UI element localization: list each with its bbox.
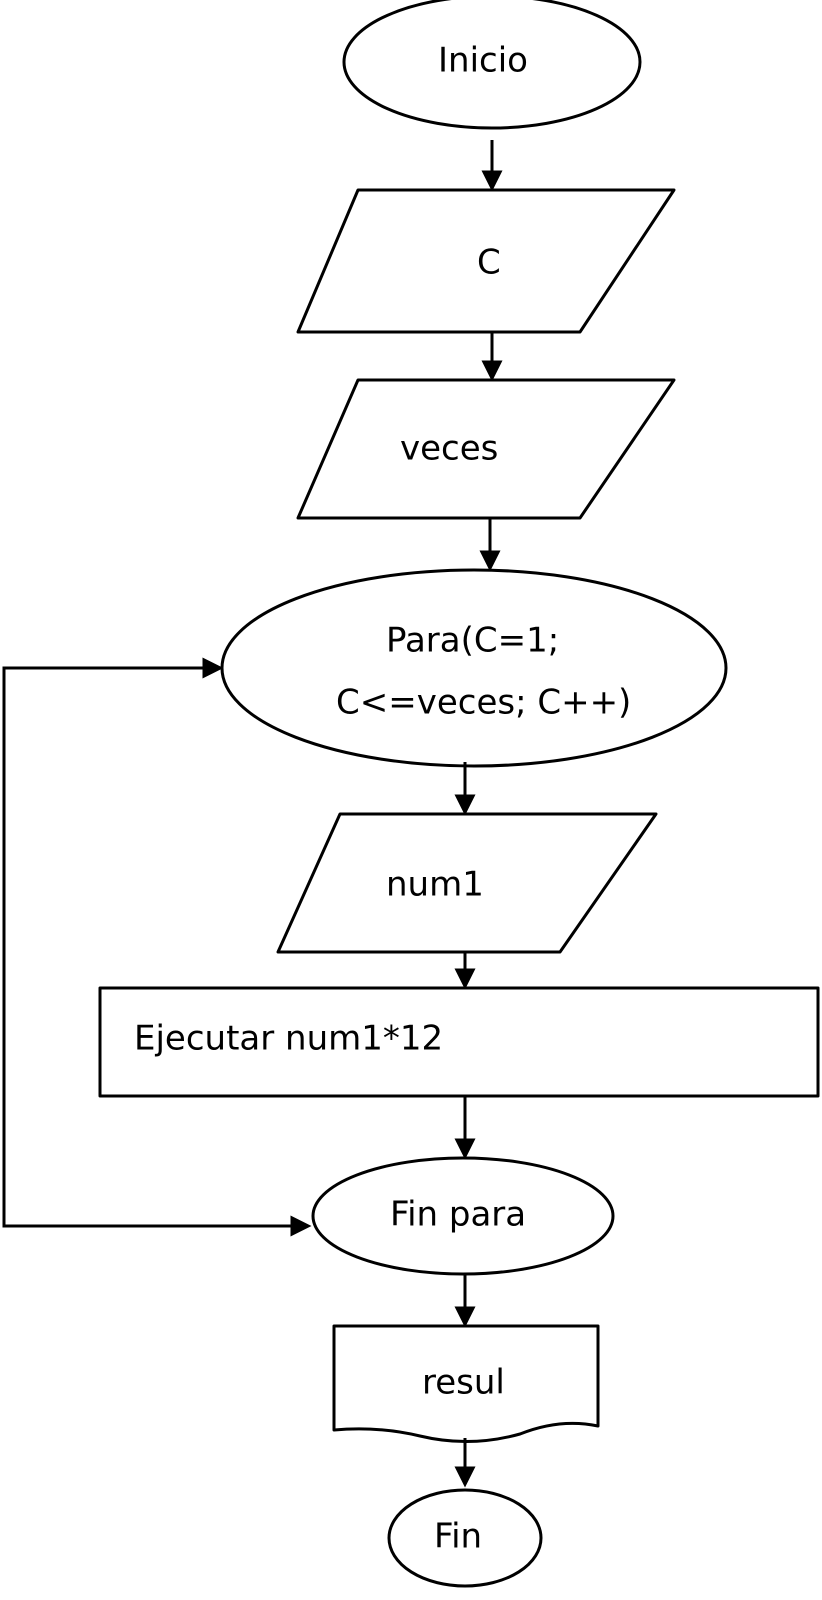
end-terminal: Fin — [387, 1488, 543, 1588]
input-veces-label: veces — [400, 429, 498, 469]
loop-back-connector — [2, 666, 304, 1228]
start-label: Inicio — [438, 41, 528, 81]
loop-end-label: Fin para — [390, 1195, 526, 1235]
loop-start-node: Para(C=1; C<=veces; C++) — [220, 568, 728, 768]
start-terminal: Inicio — [342, 0, 642, 130]
output-label: resul — [422, 1363, 505, 1403]
loop-end-node: Fin para — [311, 1156, 615, 1276]
loop-label-line2: C<=veces; C++) — [336, 683, 631, 723]
process-label: Ejecutar num1*12 — [134, 1019, 443, 1059]
input-c-label: C — [477, 243, 501, 283]
input-num1-label: num1 — [386, 865, 484, 905]
end-label: Fin — [434, 1517, 482, 1557]
input-veces-node: veces — [296, 378, 676, 520]
output-node: resul — [332, 1324, 600, 1444]
input-c-node: C — [296, 188, 676, 334]
process-node: Ejecutar num1*12 — [98, 986, 820, 1098]
input-num1-node: num1 — [276, 812, 658, 954]
loop-label-line1: Para(C=1; — [386, 621, 559, 661]
